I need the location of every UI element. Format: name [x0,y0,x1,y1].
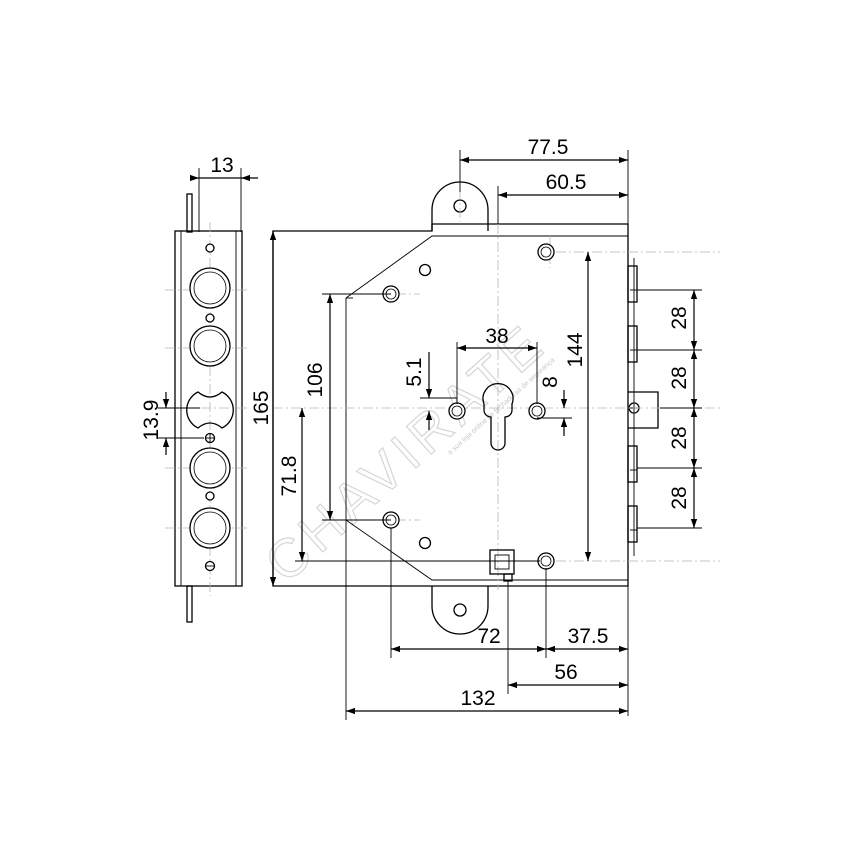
dim-label-77-5: 77.5 [528,136,569,159]
screw-hole [205,491,215,501]
dim-label-38: 38 [485,325,508,348]
dimension-lower-height: 71.8 [278,408,540,562]
dim-label-37-5: 37.5 [568,625,609,648]
dimension-cylinder-spacing: 38 [456,325,538,404]
bottom-rod [186,585,193,623]
dimension-bottom-row-1: 72 37.5 [390,528,629,716]
dimension-bolt-pitch: 28 28 28 28 [637,289,702,529]
dimension-inner-height: 106 [304,293,391,521]
front-view-case [272,181,720,635]
dim-label-72: 72 [477,625,500,648]
dimension-spindle-offset: 8 [537,376,572,436]
dimension-cylinder-offset: 5.1 [403,352,457,430]
latch [628,391,659,429]
dimension-side-width: 13 [190,154,258,232]
mounting-hole [537,552,555,570]
dim-label-13-9: 13.9 [140,400,163,441]
cover-plate [345,235,628,581]
screw-hole [205,313,215,323]
mounting-hole [537,243,555,261]
screw-hole [418,536,432,550]
bolt-head [189,267,231,309]
bolt-head [189,325,231,367]
dim-label-60-5: 60.5 [546,171,587,194]
dimension-total-depth: 132 [345,520,628,720]
dimension-bolt-height: 144 [564,252,592,561]
dim-label-28: 28 [668,306,691,329]
dim-label-106: 106 [304,362,327,397]
dim-label-28: 28 [668,366,691,389]
cylinder-screw-hole [448,402,466,420]
top-rod [186,193,193,233]
faceplate-inner [180,230,237,587]
watermark-brand: CHAVIRATE [254,312,558,594]
bolt-stubs [627,265,638,543]
dim-label-144: 144 [564,332,587,367]
dim-label-13: 13 [210,154,233,177]
dim-label-165: 165 [250,390,273,425]
dimension-side-offset: 13.9 [140,392,204,455]
dim-label-8: 8 [539,376,562,388]
spindle-square [489,549,515,575]
screw-hole [205,243,215,253]
dimension-overall-height: 165 [250,231,277,586]
bolt-head [189,507,231,549]
cylinder-keyhole [482,383,514,451]
dimension-top-outer: 77.5 [459,136,629,224]
dim-label-71-8: 71.8 [278,456,301,497]
dim-label-28: 28 [668,426,691,449]
dimension-top-inner: 60.5 [497,171,628,224]
dim-label-5-1: 5.1 [403,357,426,386]
bottom-mounting-ear [431,586,489,635]
bolt-head [189,447,231,489]
dim-label-56: 56 [554,661,577,684]
cylinder-screw-hole [528,402,546,420]
side-view-faceplate [165,193,250,623]
screw-hole [418,263,432,277]
dim-label-28: 28 [668,486,691,509]
cylinder-cutout [186,391,234,429]
watermark: CHAVIRATE a sua loja online de fechadura… [253,311,558,594]
dimension-bottom-56: 56 [507,580,628,694]
dim-label-132: 132 [460,687,495,710]
